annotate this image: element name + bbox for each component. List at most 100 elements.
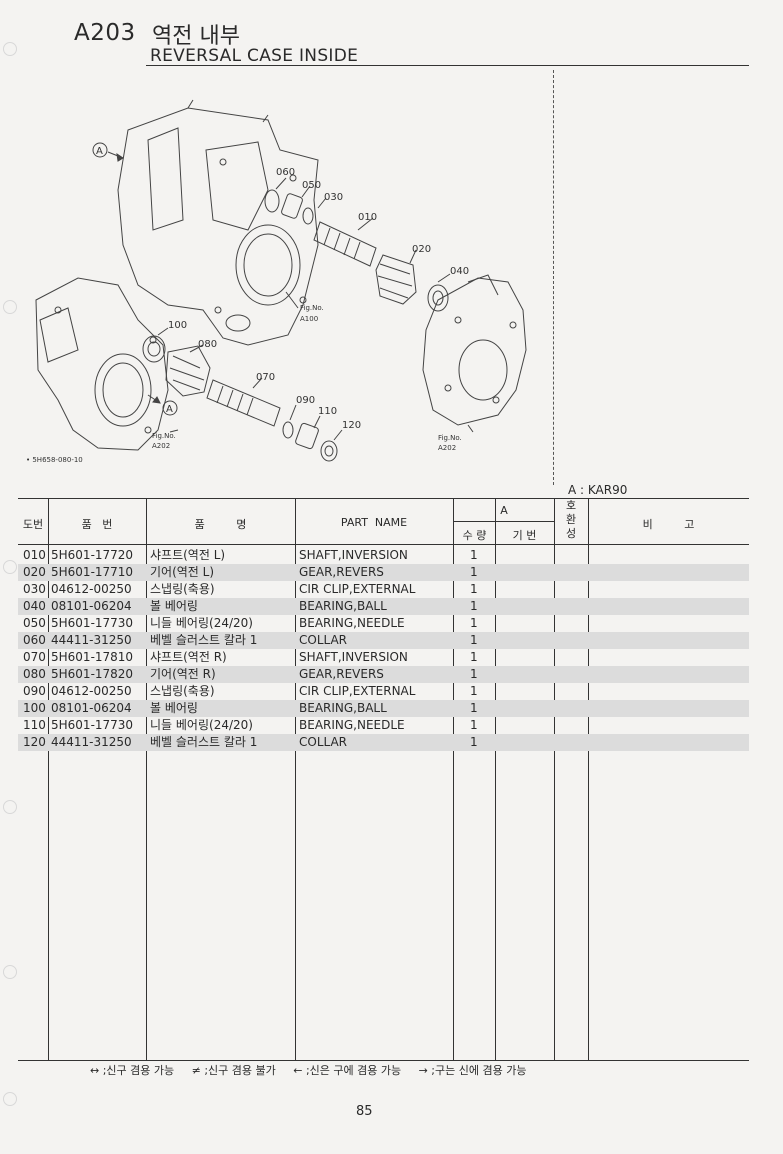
cell-name-ko: 니들 베어링(24/20)	[150, 616, 253, 630]
cell-part-no: 08101-06204	[51, 599, 132, 613]
table-row: 050 5H601-17730 니들 베어링(24/20) BEARING,NE…	[18, 615, 749, 632]
cell-ref: 040	[23, 599, 46, 613]
cell-ref: 090	[23, 684, 46, 698]
cell-qty: 1	[470, 735, 478, 749]
callout-070: 070	[256, 372, 275, 383]
cell-ref: 080	[23, 667, 46, 681]
ref-circle-A	[92, 142, 108, 158]
header-remarks: 비 고	[642, 518, 695, 531]
cell-ref: 030	[23, 582, 46, 596]
callout-120: 120	[342, 420, 361, 431]
case-housing-upper	[117, 107, 319, 346]
cell-qty: 1	[470, 616, 478, 630]
cell-part-name: GEAR,REVERS	[299, 565, 384, 579]
cell-qty: 1	[470, 582, 478, 596]
fig-ref-a202-left-line1: Fig.No.	[152, 432, 176, 440]
header-ref: 도번	[22, 518, 44, 531]
fig-ref-a202-right-line2: A202	[438, 444, 456, 452]
cell-name-ko: 니들 베어링(24/20)	[150, 718, 253, 732]
table-row: 040 08101-06204 볼 베어링 BEARING,BALL 1	[18, 598, 749, 615]
cell-ref: 060	[23, 633, 46, 647]
header-interchange: 호 환 성	[565, 499, 577, 540]
title-korean: 역전 내부	[152, 24, 240, 49]
lower-shaft	[206, 379, 281, 427]
cell-part-no: 44411-31250	[51, 735, 132, 749]
cell-qty: 1	[470, 565, 478, 579]
table-row: 080 5H601-17820 기어(역전 R) GEAR,REVERS 1	[18, 666, 749, 683]
cell-part-no: 5H601-17820	[51, 667, 134, 681]
table-row: 120 44411-31250 베벨 슬러스트 칼라 1 COLLAR 1	[18, 734, 749, 751]
callout-020: 020	[412, 244, 431, 255]
cell-part-no: 04612-00250	[51, 582, 132, 596]
page-header: A203 역전 내부 REVERSAL CASE INSIDE	[60, 14, 750, 68]
cell-part-no: 08101-06204	[51, 701, 132, 715]
fig-ref-a202-left-line2: A202	[152, 442, 170, 450]
cell-part-no: 5H601-17810	[51, 650, 134, 664]
header-part-no: 품 번	[81, 518, 113, 531]
cell-ref: 100	[23, 701, 46, 715]
table-row: 060 44411-31250 베벨 슬러스트 칼라 1 COLLAR 1	[18, 632, 749, 649]
cell-ref: 070	[23, 650, 46, 664]
header-rule	[146, 65, 749, 66]
callout-060: 060	[276, 167, 295, 178]
cell-part-name: COLLAR	[299, 735, 348, 749]
cell-part-no: 5H601-17720	[51, 548, 134, 562]
callout-010: 010	[358, 212, 377, 223]
header-qty: 수 량	[462, 529, 487, 542]
cell-part-no: 5H601-17730	[51, 718, 134, 732]
ref-label-A: A	[96, 146, 103, 157]
parts-table: 도번 품 번 품 명 PART NAME A 수 량 기 번 호 환 성 비 고…	[18, 498, 749, 1061]
cell-name-ko: 스냅링(축용)	[150, 684, 215, 698]
cell-ref: 010	[23, 548, 46, 562]
table-row: 090 04612-00250 스냅링(축용) CIR CLIP,EXTERNA…	[18, 683, 749, 700]
cell-ref: 050	[23, 616, 46, 630]
punch-hole-mark	[3, 800, 17, 814]
punch-hole-mark	[3, 560, 17, 574]
punch-hole-mark	[3, 300, 17, 314]
upper-shaft	[313, 221, 377, 267]
page-number: 85	[356, 1104, 373, 1119]
cell-part-name: CIR CLIP,EXTERNAL	[299, 684, 416, 698]
cell-part-name: GEAR,REVERS	[299, 667, 384, 681]
callout-050: 050	[302, 180, 321, 191]
cell-part-no: 04612-00250	[51, 684, 132, 698]
cell-name-ko: 볼 베어링	[150, 701, 198, 715]
case-cover-right	[422, 277, 527, 426]
cell-qty: 1	[470, 684, 478, 698]
cell-part-name: BEARING,BALL	[299, 599, 387, 613]
cell-name-ko: 베벨 슬러스트 칼라 1	[150, 735, 258, 749]
cell-part-no: 5H601-17710	[51, 565, 134, 579]
title-english: REVERSAL CASE INSIDE	[150, 46, 359, 66]
cell-ref: 020	[23, 565, 46, 579]
cell-qty: 1	[470, 548, 478, 562]
exploded-view-diagram: 060 050 030 010 020 040 100 080 070 090 …	[26, 99, 527, 464]
illustration-divider	[553, 70, 554, 485]
table-row: 110 5H601-17730 니들 베어링(24/20) BEARING,NE…	[18, 717, 749, 734]
cell-name-ko: 볼 베어링	[150, 599, 198, 613]
table-row: 100 08101-06204 볼 베어링 BEARING,BALL 1	[18, 700, 749, 717]
cell-name-ko: 기어(역전 R)	[150, 667, 216, 681]
cell-part-name: BEARING,NEEDLE	[299, 718, 405, 732]
table-row: 010 5H601-17720 샤프트(역전 L) SHAFT,INVERSIO…	[18, 547, 749, 564]
header-model: 기 번	[512, 529, 537, 542]
callout-080: 080	[198, 339, 217, 350]
model-note: A : KAR90	[568, 483, 628, 497]
callout-040: 040	[450, 266, 469, 277]
table-row: 070 5H601-17810 샤프트(역전 R) SHAFT,INVERSIO…	[18, 649, 749, 666]
cell-qty: 1	[470, 718, 478, 732]
callout-110: 110	[318, 406, 337, 417]
cell-part-name: SHAFT,INVERSION	[299, 650, 408, 664]
cell-part-name: CIR CLIP,EXTERNAL	[299, 582, 416, 596]
cell-name-ko: 베벨 슬러스트 칼라 1	[150, 633, 258, 647]
cell-name-ko: 기어(역전 L)	[150, 565, 215, 579]
ref-label-A: A	[166, 404, 173, 415]
lower-gear	[165, 345, 211, 397]
header-name-ko: 품 명	[194, 518, 247, 531]
callout-030: 030	[324, 192, 343, 203]
cell-name-ko: 샤프트(역전 L)	[150, 548, 226, 562]
cell-qty: 1	[470, 650, 478, 664]
cell-qty: 1	[470, 599, 478, 613]
punch-hole-mark	[3, 965, 17, 979]
callout-090: 090	[296, 395, 315, 406]
cell-part-name: BEARING,NEEDLE	[299, 616, 405, 630]
